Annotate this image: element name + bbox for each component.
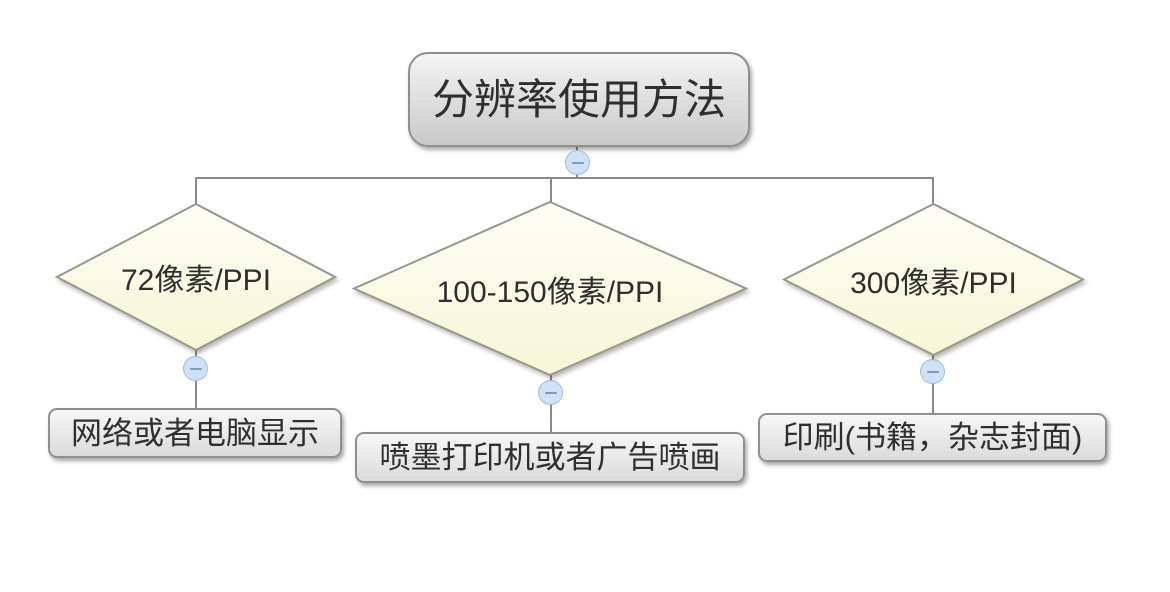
result-node-branch-3[interactable]: 印刷(书籍，杂志封面) <box>758 413 1107 462</box>
connector-horizontal-rail <box>195 177 934 179</box>
diamond-shape <box>782 202 1085 357</box>
root-node[interactable]: 分辨率使用方法 <box>408 52 750 147</box>
minus-icon <box>189 367 202 370</box>
result-node-branch-1[interactable]: 网络或者电脑显示 <box>48 408 342 458</box>
result-node-label: 网络或者电脑显示 <box>71 415 319 451</box>
connector-stub-branch-2 <box>550 177 552 202</box>
minus-icon <box>544 391 557 394</box>
result-node-label: 喷墨打印机或者广告喷画 <box>379 440 721 475</box>
collapse-button-branch-1[interactable] <box>183 356 208 381</box>
decision-node-label: 300像素/PPI <box>850 266 1017 300</box>
decision-node-branch-1[interactable]: 72像素/PPI <box>55 202 337 352</box>
result-node-branch-2[interactable]: 喷墨打印机或者广告喷画 <box>355 432 745 483</box>
decision-node-branch-3[interactable]: 300像素/PPI <box>782 202 1085 357</box>
connector-stub-branch-1 <box>195 177 197 204</box>
decision-node-label: 100-150像素/PPI <box>436 275 664 309</box>
minus-icon <box>926 370 939 373</box>
collapse-button-branch-2[interactable] <box>538 380 563 405</box>
collapse-button-branch-3[interactable] <box>920 359 945 384</box>
decision-node-branch-2[interactable]: 100-150像素/PPI <box>352 200 748 377</box>
result-node-label: 印刷(书籍，杂志封面) <box>782 420 1083 455</box>
connector-stub-branch-3 <box>932 177 934 204</box>
connector-diamond3-result3 <box>932 355 934 413</box>
diamond-shape <box>352 200 748 377</box>
minus-icon <box>571 161 584 164</box>
root-node-label: 分辨率使用方法 <box>431 75 726 123</box>
collapse-button-root[interactable] <box>565 150 590 175</box>
decision-node-label: 72像素/PPI <box>120 264 272 297</box>
diamond-shape <box>55 202 337 352</box>
